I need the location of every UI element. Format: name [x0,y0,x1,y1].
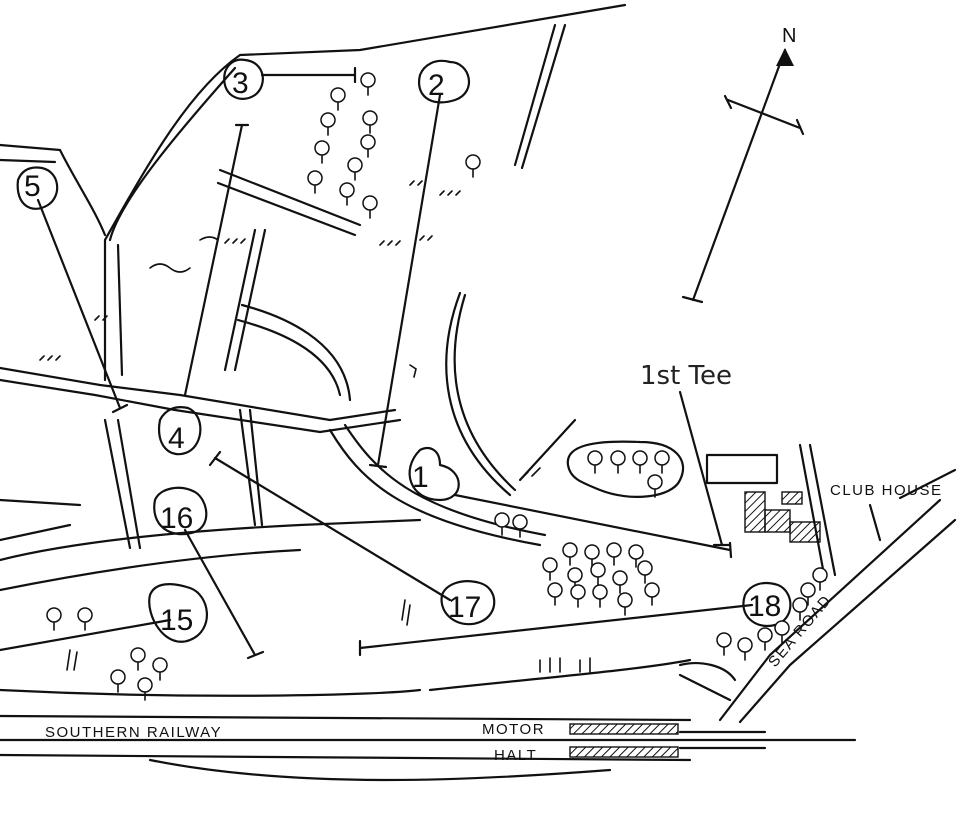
first-tee-label: 1st Tee [640,361,732,391]
fairway-lines [0,66,754,660]
green-16-number: 16 [160,502,193,535]
green-18-number: 18 [748,590,781,623]
clubhouse-buildings [705,453,821,543]
green-4-number: 4 [168,422,185,455]
greens [16,58,792,643]
motor-label: MOTOR [482,721,545,738]
railway-line [0,723,857,758]
halt-label: HALT [494,747,537,764]
roads [0,3,957,782]
railway-label: SOUTHERN RAILWAY [45,724,222,741]
green-2-number: 2 [428,69,445,102]
green-5-number: 5 [24,170,41,203]
trees [46,72,828,701]
green-1-number: 1 [412,461,429,494]
north-arrow-icon: N [681,25,805,304]
hole-numbers: 1 2 3 4 5 15 16 17 18 [24,67,781,637]
green-17-number: 17 [448,591,481,624]
green-3-number: 3 [232,67,249,100]
club-house-label: CLUB HOUSE [830,482,943,499]
compass-label: N [782,25,796,47]
rough-marks [39,180,591,673]
green-15-number: 15 [160,604,193,637]
